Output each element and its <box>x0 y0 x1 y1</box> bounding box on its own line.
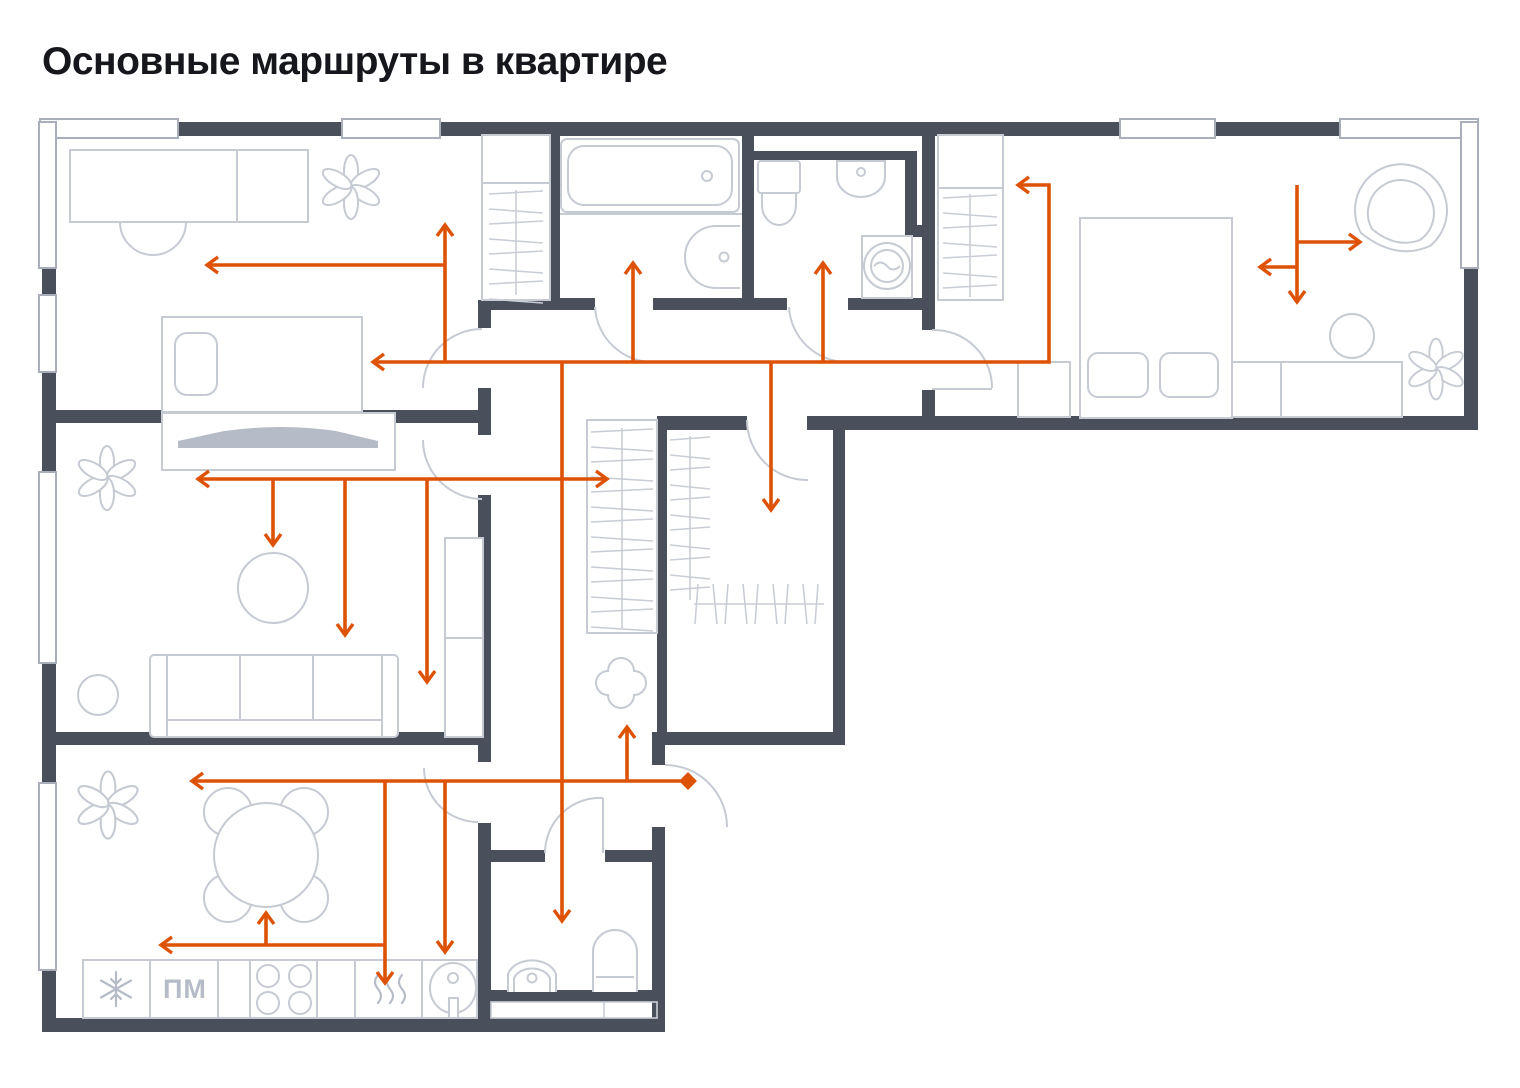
pillow <box>1087 352 1149 398</box>
plant-icon <box>74 770 142 840</box>
duct-shaft <box>490 1001 658 1019</box>
plant-icon <box>1405 337 1467 401</box>
window-top-room1 <box>341 118 441 139</box>
living-room <box>74 412 484 738</box>
window-top-bedroom <box>1119 118 1216 139</box>
round-table <box>237 552 309 624</box>
desk-chair <box>119 221 187 256</box>
bedroom-door-arc <box>931 328 993 390</box>
toilet-sink-icon <box>836 160 886 198</box>
bedroom <box>937 134 1467 419</box>
nightstand-right <box>1231 361 1282 418</box>
dining-table <box>213 802 319 908</box>
kitchen: ПМ <box>74 770 478 1019</box>
lower-bath-door-arc <box>543 796 604 854</box>
bathroom-sink-icon <box>684 225 740 289</box>
window-left-room1 <box>38 294 57 373</box>
windows <box>38 118 1479 971</box>
window-top-right <box>1339 118 1479 139</box>
dresser-console <box>1280 361 1403 418</box>
armchair-icon <box>1354 163 1448 253</box>
window-left-kitchen <box>38 782 57 971</box>
hob-icon <box>256 964 312 1015</box>
nightstand-left <box>1017 361 1071 418</box>
flower-pouf <box>595 657 647 709</box>
fridge-snowflake-icon <box>99 970 133 1008</box>
dishwasher-label: ПМ <box>163 974 207 1004</box>
kitchen-counter <box>82 959 478 1019</box>
toilet2-icon <box>592 929 638 992</box>
pouf-round <box>1329 313 1375 359</box>
kitchen-sink-icon <box>429 962 477 1019</box>
toilet-icon <box>761 192 797 226</box>
room1-door-arc <box>422 328 483 389</box>
room1-office-bedroom <box>69 134 551 413</box>
closet-door-arc <box>746 419 809 482</box>
window-right-bedroom <box>1460 121 1479 269</box>
entrance-door-arc <box>664 764 728 828</box>
sofa <box>149 654 399 738</box>
toilet-door-arc <box>788 306 848 364</box>
window-left-living <box>38 471 57 664</box>
plant-icon <box>74 445 140 511</box>
toilet-room <box>757 160 913 299</box>
lower-bathroom <box>507 929 638 992</box>
bathroom-door-arc <box>594 306 654 364</box>
doors <box>422 306 993 854</box>
pillow <box>1159 352 1219 398</box>
page-title: Основные маршруты в квартире <box>42 40 668 83</box>
pillow <box>174 332 218 396</box>
toilet-tank <box>757 160 801 194</box>
stool-round <box>77 674 119 716</box>
kitchen-door-arc <box>423 767 479 823</box>
window-top-left <box>39 118 179 139</box>
window-left-room1-corner <box>38 121 57 269</box>
tv-icon <box>178 427 378 448</box>
bathroom <box>560 138 742 289</box>
route-corridor-spine-to-bedroom <box>370 175 1051 372</box>
route-lines <box>158 175 1363 986</box>
bath2-sink-icon <box>507 959 557 992</box>
plant-icon <box>318 154 384 220</box>
living-door-arc <box>422 439 483 500</box>
desk <box>69 149 309 223</box>
